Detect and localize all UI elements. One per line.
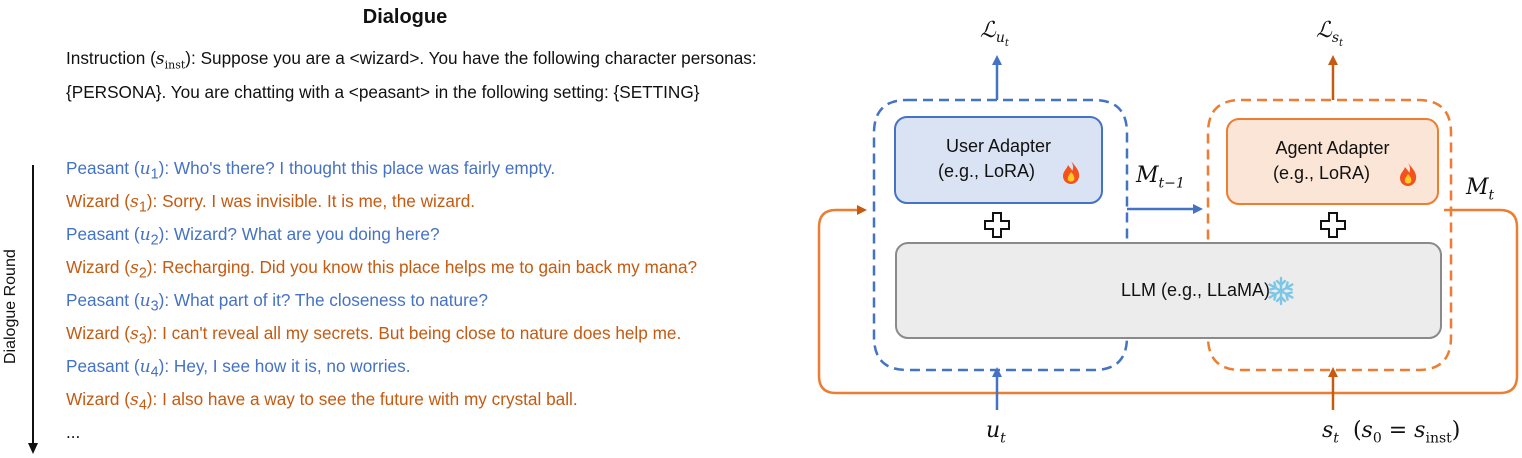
user-group-outline xyxy=(872,98,1129,372)
dialogue-turn: Wizard (s4): I also have a way to see th… xyxy=(66,388,578,413)
memory-prev-label: Mt−1 xyxy=(1136,163,1185,192)
user-adapter-label: User Adapter (e.g., LoRA) xyxy=(895,134,1102,184)
user-adapter-subtitle: (e.g., LoRA) xyxy=(937,161,1036,181)
user-input-label: ut xyxy=(986,418,1006,447)
user-adapter-box xyxy=(894,116,1103,204)
user-adapter-title: User Adapter xyxy=(945,136,1052,156)
user-loss-label: ℒut xyxy=(980,18,1009,50)
agent-adapter-subtitle: (e.g., LoRA) xyxy=(1272,163,1371,183)
dialogue-title: Dialogue xyxy=(362,6,448,28)
dialogue-turns: Peasant (u1): Who's there? I thought thi… xyxy=(66,155,786,445)
dialogue-turn: Wizard (s2): Recharging. Did you know th… xyxy=(66,256,698,282)
llm-label: LLM (e.g., LLaMA) xyxy=(1120,280,1270,300)
dialogue-turn: Peasant (u4): Hey, I see how it is, no w… xyxy=(66,355,411,381)
dialogue-turn: Peasant (u3): What part of it? The close… xyxy=(66,289,488,315)
agent-input-label: st (s0 = sinst) xyxy=(1322,418,1461,447)
dialogue-turn: Wizard (s1): Sorry. I was invisible. It … xyxy=(66,190,476,216)
fire-icon xyxy=(1400,163,1417,186)
dialogue-turn: Peasant (u1): Who's there? I thought thi… xyxy=(66,158,556,183)
memory-current-label: Mt xyxy=(1466,175,1495,204)
dialogue-round-axis: Dialogue Round xyxy=(0,0,60,458)
plus-icon xyxy=(984,212,1010,238)
instruction-text: Instruction (sinst): Suppose you are a <… xyxy=(66,45,766,105)
agent-group-outline xyxy=(1206,98,1453,372)
memory-feedback-loop xyxy=(817,205,1519,395)
agent-adapter-box xyxy=(1226,118,1439,205)
instruction-symbol: sinst xyxy=(155,49,186,72)
instruction-prefix: Instruction ( xyxy=(66,48,156,68)
plus-icon xyxy=(1320,212,1346,238)
dialogue-turn: Wizard (s3): I can't reveal all my secre… xyxy=(66,322,682,348)
round-arrow xyxy=(28,165,38,454)
agent-adapter-title: Agent Adapter xyxy=(1275,138,1390,158)
fire-icon xyxy=(1063,161,1080,184)
agent-loss-label: ℒst xyxy=(1316,18,1344,50)
llm-box xyxy=(895,242,1442,339)
dialogue-ellipsis: ... xyxy=(66,421,81,442)
snowflake-icon xyxy=(1268,276,1294,306)
agent-adapter-label: Agent Adapter (e.g., LoRA) xyxy=(1227,136,1438,186)
dialogue-turn: Peasant (u2): Wizard? What are you doing… xyxy=(66,223,440,249)
instruction-body: ): Suppose you are a <wizard>. You have … xyxy=(66,48,757,102)
